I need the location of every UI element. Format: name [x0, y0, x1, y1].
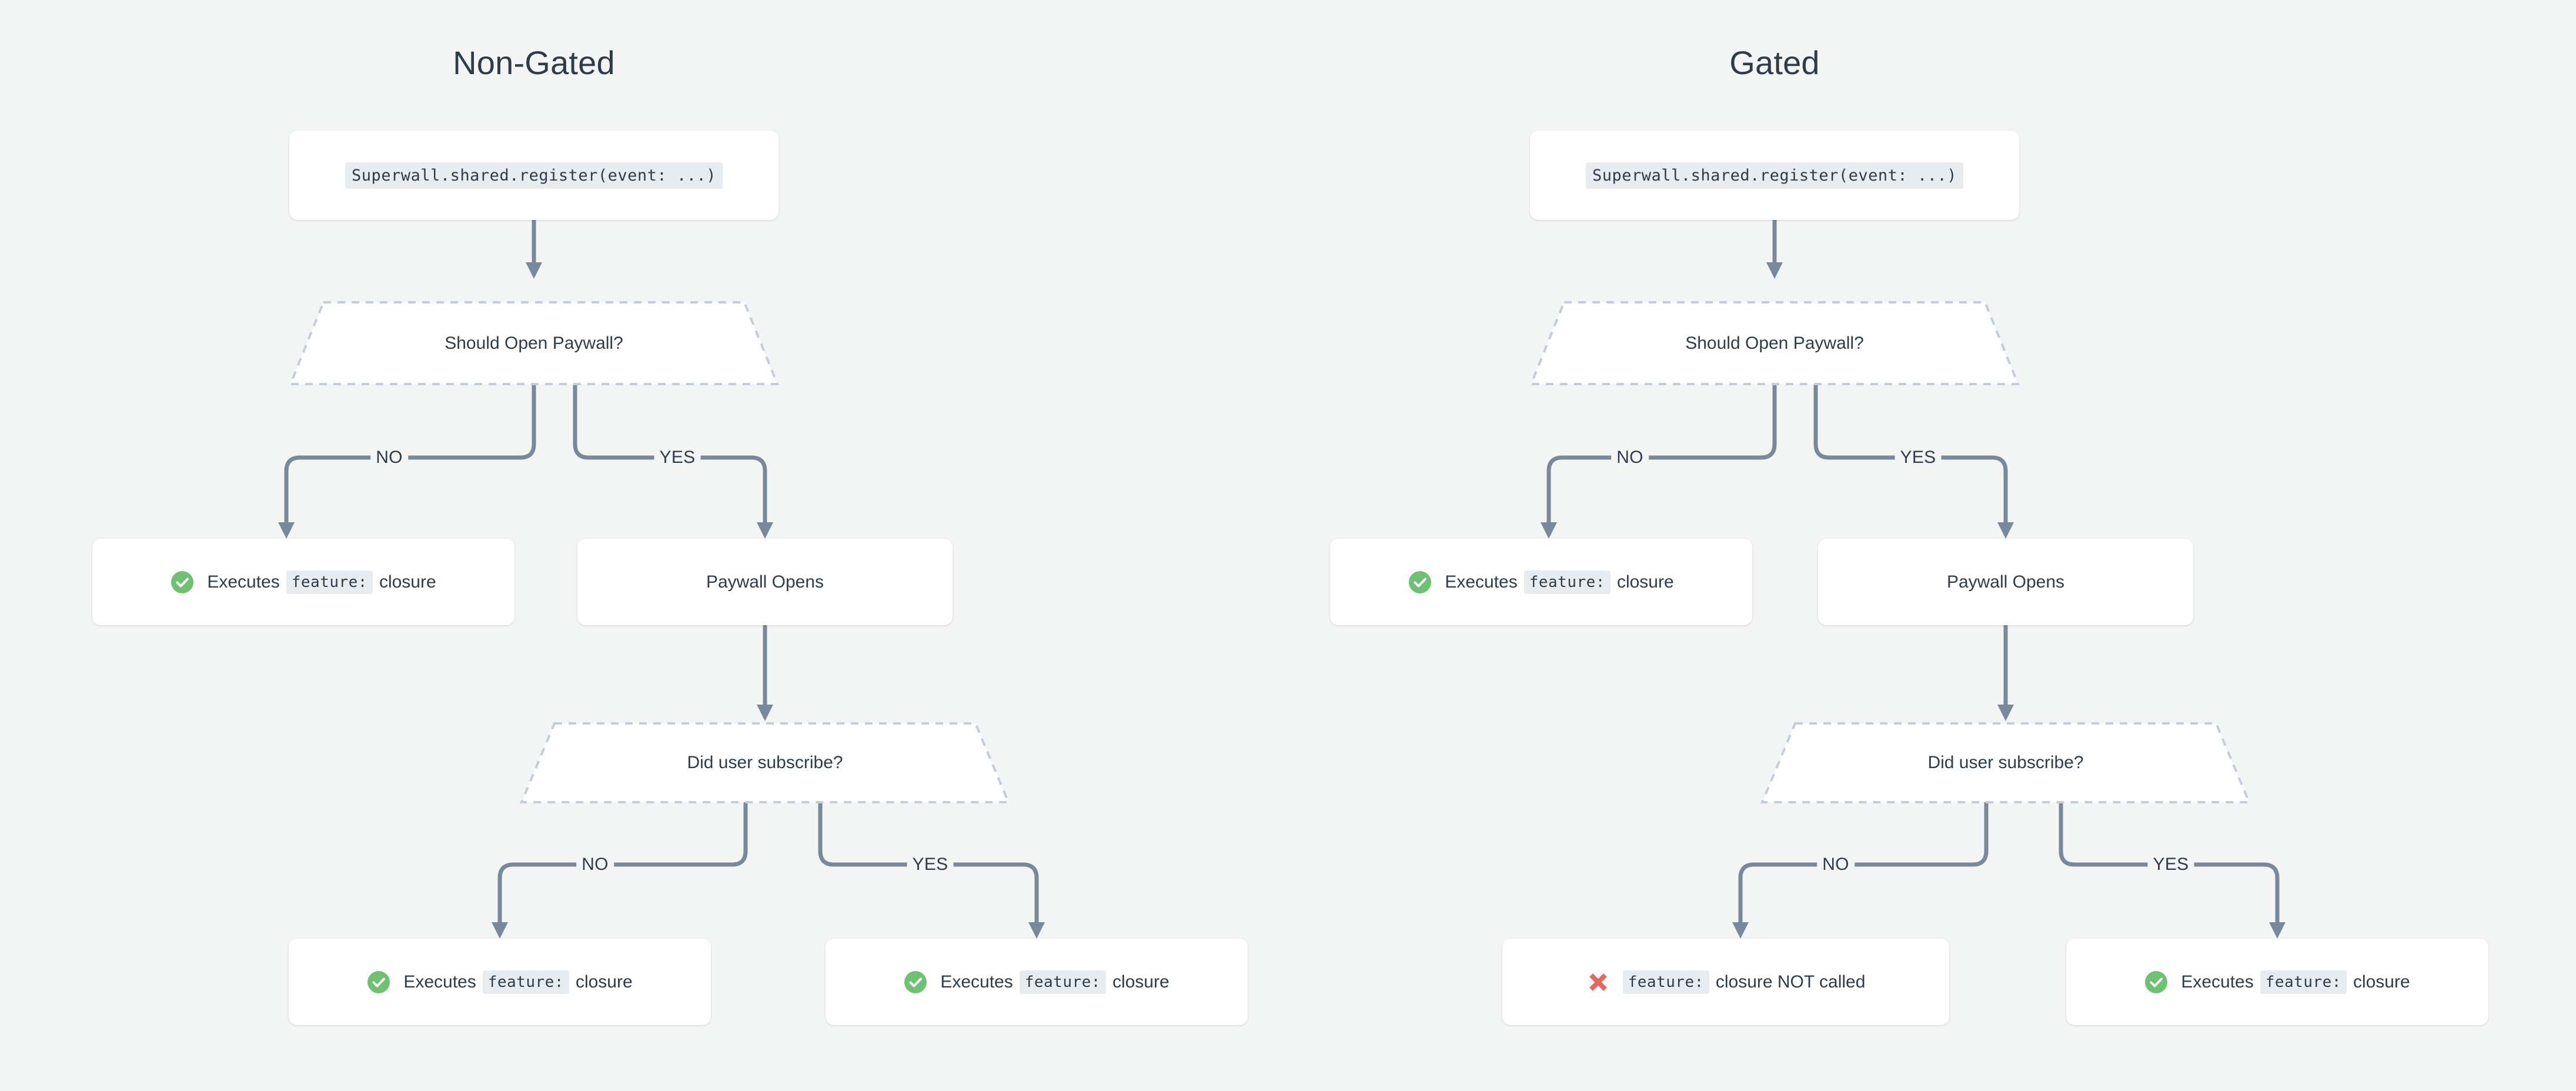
result-prefix: Executes: [2181, 972, 2254, 992]
result-row-subscribe-yes-non-gated: Executes feature: closure: [884, 970, 1189, 994]
node-no-result-non-gated: Executes feature: closure: [92, 539, 514, 625]
arrowhead-subscribe-no-left: [492, 922, 508, 939]
arrowhead-decision-no-right: [1541, 522, 1557, 539]
result-prefix: Executes: [1445, 572, 1518, 592]
result-suffix: closure: [1112, 972, 1170, 992]
trapezoid-shape: [520, 722, 1010, 803]
wire-decision-no-right: [1546, 383, 1777, 526]
node-register-gated: Superwall.shared.register(event: ...): [1530, 131, 2019, 220]
branch-label-yes-gated: YES: [1895, 448, 1942, 468]
node-subscribe-yes-result-gated: Executes feature: closure: [2066, 939, 2488, 1025]
node-no-result-gated: Executes feature: closure: [1330, 539, 1752, 625]
result-prefix: Executes: [207, 572, 280, 592]
decision-did-user-subscribe-gated: Did user subscribe?: [1761, 722, 2250, 803]
wire-decision-no-left: [284, 383, 536, 526]
arrowhead-paywall-subscribe-left: [757, 705, 773, 721]
check-circle-icon: [1409, 570, 1432, 593]
result-row-no-non-gated: Executes feature: closure: [151, 570, 456, 594]
result-code: feature:: [482, 970, 569, 994]
result-suffix: closure: [1616, 572, 1674, 592]
result-text-subscribe-yes-gated: Executes feature: closure: [2181, 970, 2410, 994]
column-title-gated: Gated: [1729, 44, 1820, 81]
result-row-subscribe-no-non-gated: Executes feature: closure: [347, 970, 652, 994]
branch-label-sub-yes-gated: YES: [2147, 855, 2194, 875]
branch-label-sub-no-gated: NO: [1817, 855, 1855, 875]
node-label-paywall-opens-gated: Paywall Opens: [1946, 572, 2065, 592]
result-code: feature:: [286, 570, 373, 594]
result-code: feature:: [1622, 970, 1709, 994]
result-text-subscribe-yes-non-gated: Executes feature: closure: [940, 970, 1170, 994]
arrowhead-decision-yes-right: [1997, 522, 2014, 539]
decision-did-user-subscribe-non-gated: Did user subscribe?: [520, 722, 1010, 803]
node-register-non-gated: Superwall.shared.register(event: ...): [289, 131, 779, 220]
branch-label-sub-no-non-gated: NO: [576, 855, 614, 875]
node-label-paywall-opens-non-gated: Paywall Opens: [706, 572, 824, 592]
result-text-subscribe-no-non-gated: Executes feature: closure: [403, 970, 633, 994]
trapezoid-shape: [1761, 722, 2250, 803]
node-paywall-opens-gated: Paywall Opens: [1818, 539, 2193, 625]
result-suffix: closure: [379, 572, 436, 592]
node-subscribe-no-result-gated: feature: closure NOT called: [1502, 939, 1949, 1025]
result-row-subscribe-yes-gated: Executes feature: closure: [2124, 970, 2430, 994]
branch-label-sub-yes-non-gated: YES: [907, 855, 954, 875]
result-prefix: Executes: [403, 972, 476, 992]
branch-label-no-non-gated: NO: [370, 448, 408, 468]
branch-label-yes-non-gated: YES: [654, 448, 701, 468]
check-circle-icon: [171, 570, 194, 593]
arrowhead-subscribe-yes-right: [2269, 922, 2286, 939]
branch-label-no-gated: NO: [1611, 448, 1649, 468]
result-suffix: closure: [575, 972, 633, 992]
result-text-no-gated: Executes feature: closure: [1445, 570, 1674, 594]
decision-should-open-paywall-gated: Should Open Paywall?: [1530, 301, 2019, 385]
decision-label-did-user-subscribe-gated: Did user subscribe?: [1927, 753, 2084, 772]
node-subscribe-no-result-non-gated: Executes feature: closure: [289, 939, 711, 1025]
result-code: feature:: [1523, 570, 1611, 594]
code-register-gated: Superwall.shared.register(event: ...): [1586, 162, 1963, 189]
code-register-non-gated: Superwall.shared.register(event: ...): [345, 162, 723, 189]
check-circle-icon: [367, 970, 390, 993]
arrowhead-register-decision-left: [526, 262, 542, 279]
arrowhead-paywall-subscribe-right: [1997, 705, 2014, 721]
node-paywall-opens-non-gated: Paywall Opens: [577, 539, 953, 625]
arrowhead-register-decision-right: [1766, 262, 1783, 279]
arrowhead-subscribe-yes-left: [1028, 922, 1045, 939]
arrowhead-subscribe-no-right: [1732, 922, 1749, 939]
result-code: feature:: [2260, 970, 2347, 994]
arrowhead-decision-yes-left: [757, 522, 773, 539]
result-suffix: closure NOT called: [1715, 972, 1866, 992]
decision-label-did-user-subscribe-non-gated: Did user subscribe?: [687, 753, 843, 772]
x-mark-icon: [1589, 973, 1607, 991]
decision-label-should-open-paywall-non-gated: Should Open Paywall?: [445, 333, 623, 353]
check-circle-icon: [2145, 970, 2168, 993]
check-circle-icon: [904, 970, 927, 993]
result-text-subscribe-no-gated: feature: closure NOT called: [1622, 970, 1866, 994]
trapezoid-shape: [289, 301, 779, 385]
result-row-no-gated: Executes feature: closure: [1388, 570, 1693, 594]
result-code: feature:: [1019, 970, 1106, 994]
result-row-subscribe-no-gated: feature: closure NOT called: [1566, 970, 1886, 994]
result-suffix: closure: [2353, 972, 2410, 992]
wire-subscribe-no-left: [497, 801, 748, 926]
wire-subscribe-no-right: [1738, 801, 1989, 926]
result-prefix: Executes: [940, 972, 1013, 992]
decision-should-open-paywall-non-gated: Should Open Paywall?: [289, 301, 779, 385]
trapezoid-shape: [1530, 301, 2019, 385]
decision-label-should-open-paywall-gated: Should Open Paywall?: [1685, 333, 1864, 353]
column-title-non-gated: Non-Gated: [453, 44, 615, 81]
node-subscribe-yes-result-non-gated: Executes feature: closure: [826, 939, 1248, 1025]
arrowhead-decision-no-left: [278, 522, 295, 539]
result-text-no-non-gated: Executes feature: closure: [207, 570, 436, 594]
